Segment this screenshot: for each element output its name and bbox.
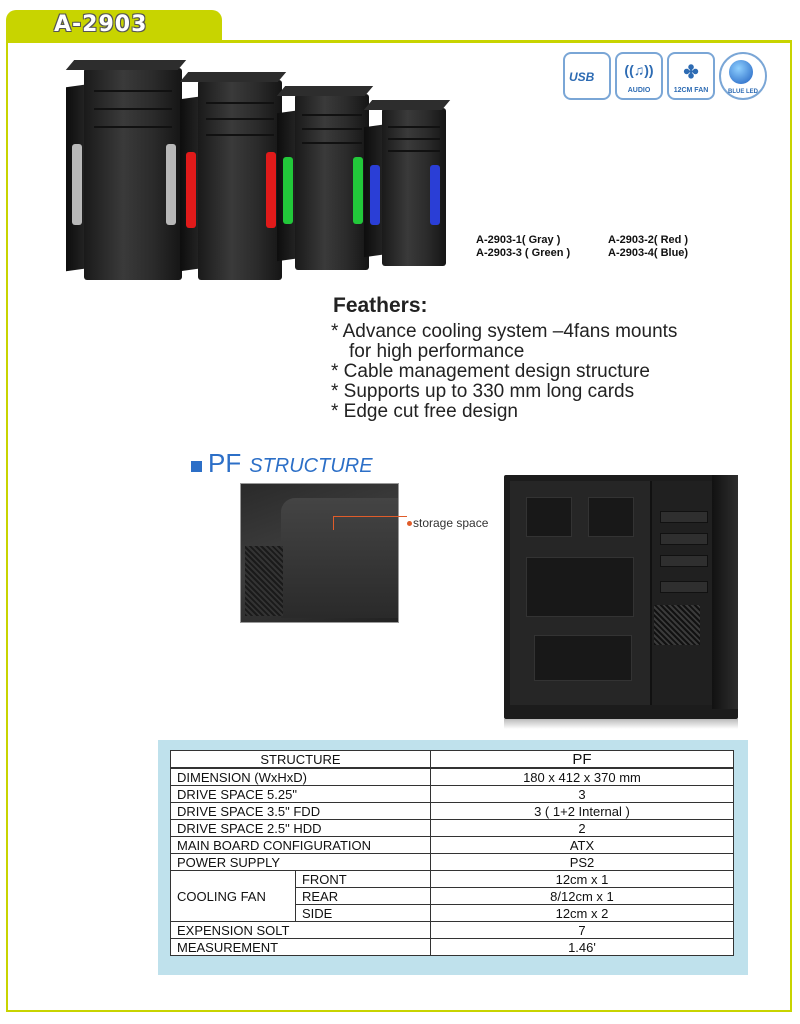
feature-item: for high performance [349, 341, 525, 362]
table-row: COOLING FAN FRONT 12cm x 1 [170, 870, 735, 922]
feature-item: * Supports up to 330 mm long cards [331, 381, 635, 402]
variant-list: A-2903-1( Gray ) A-2903-2( Red ) A-2903-… [476, 234, 688, 260]
cooling-fan-label: COOLING FAN [170, 870, 296, 922]
feature-item: * Cable management design structure [331, 361, 650, 382]
structure-pf: PF [208, 448, 242, 478]
interior-photo [504, 475, 738, 729]
table-row: REAR 8/12cm x 1 [171, 887, 735, 905]
table-row: POWER SUPPLY PS2 [170, 853, 735, 871]
accent-stripe [266, 152, 276, 228]
audio-icon: ((♫)) AUDIO [615, 52, 663, 100]
table-row: DRIVE SPACE 5.25" 3 [170, 785, 735, 803]
usb-icon: USB [563, 52, 611, 100]
accent-stripe [72, 144, 82, 225]
spec-table: STRUCTURE PF DIMENSION (WxHxD) 180 x 412… [170, 750, 735, 956]
accent-stripe [370, 164, 380, 225]
model-tab: A-2903 [6, 10, 222, 42]
case-blue [363, 100, 451, 266]
variant-blue: A-2903-4( Blue) [608, 247, 689, 259]
table-header-pf: PF [429, 750, 735, 769]
table-row: DRIVE SPACE 2.5" HDD 2 [170, 819, 735, 837]
variant-red: A-2903-2( Red ) [608, 234, 689, 246]
storage-closeup-photo [240, 483, 399, 623]
fan-icon: ✤ 12CM FAN [667, 52, 715, 100]
accent-stripe [353, 157, 363, 225]
variant-green: A-2903-3 ( Green ) [476, 247, 571, 259]
table-row: MAIN BOARD CONFIGURATION ATX [170, 836, 735, 854]
storage-space-label: storage space [413, 516, 489, 530]
case-gray [65, 60, 187, 280]
model-title: A-2903 [54, 12, 148, 37]
variant-gray: A-2903-1( Gray ) [476, 234, 561, 246]
accent-stripe [430, 164, 440, 225]
spec-table-panel: STRUCTURE PF DIMENSION (WxHxD) 180 x 412… [158, 740, 748, 975]
table-row: DRIVE SPACE 3.5" FDD 3 ( 1+2 Internal ) [170, 802, 735, 820]
accent-stripe [186, 152, 196, 228]
table-header-structure: STRUCTURE [170, 750, 431, 769]
table-row: EXPENSION SOLT 7 [170, 921, 735, 939]
accent-stripe [283, 157, 293, 225]
feature-item: * Edge cut free design [331, 401, 518, 422]
square-bullet-icon [191, 461, 202, 472]
blue-led-icon: BLUE LED [719, 52, 767, 100]
table-row: MEASUREMENT 1.46' [170, 938, 735, 956]
callout-line [333, 516, 407, 517]
structure-heading: PF STRUCTURE [191, 448, 373, 479]
page-frame [6, 40, 792, 1012]
structure-label: STRUCTURE [249, 455, 373, 477]
callout-dot-icon [407, 521, 412, 526]
table-row: DIMENSION (WxHxD) 180 x 412 x 370 mm [170, 767, 735, 786]
feature-item: * Advance cooling system –4fans mounts [331, 321, 678, 342]
accent-stripe [166, 144, 176, 225]
feature-icons: USB ((♫)) AUDIO ✤ 12CM FAN BLUE LED [563, 52, 767, 100]
case-red [179, 72, 287, 280]
features-title: Feathers: [333, 294, 428, 317]
case-green [276, 86, 374, 270]
features-list: * Advance cooling system –4fans mounts f… [331, 322, 677, 422]
callout-line [333, 516, 334, 530]
